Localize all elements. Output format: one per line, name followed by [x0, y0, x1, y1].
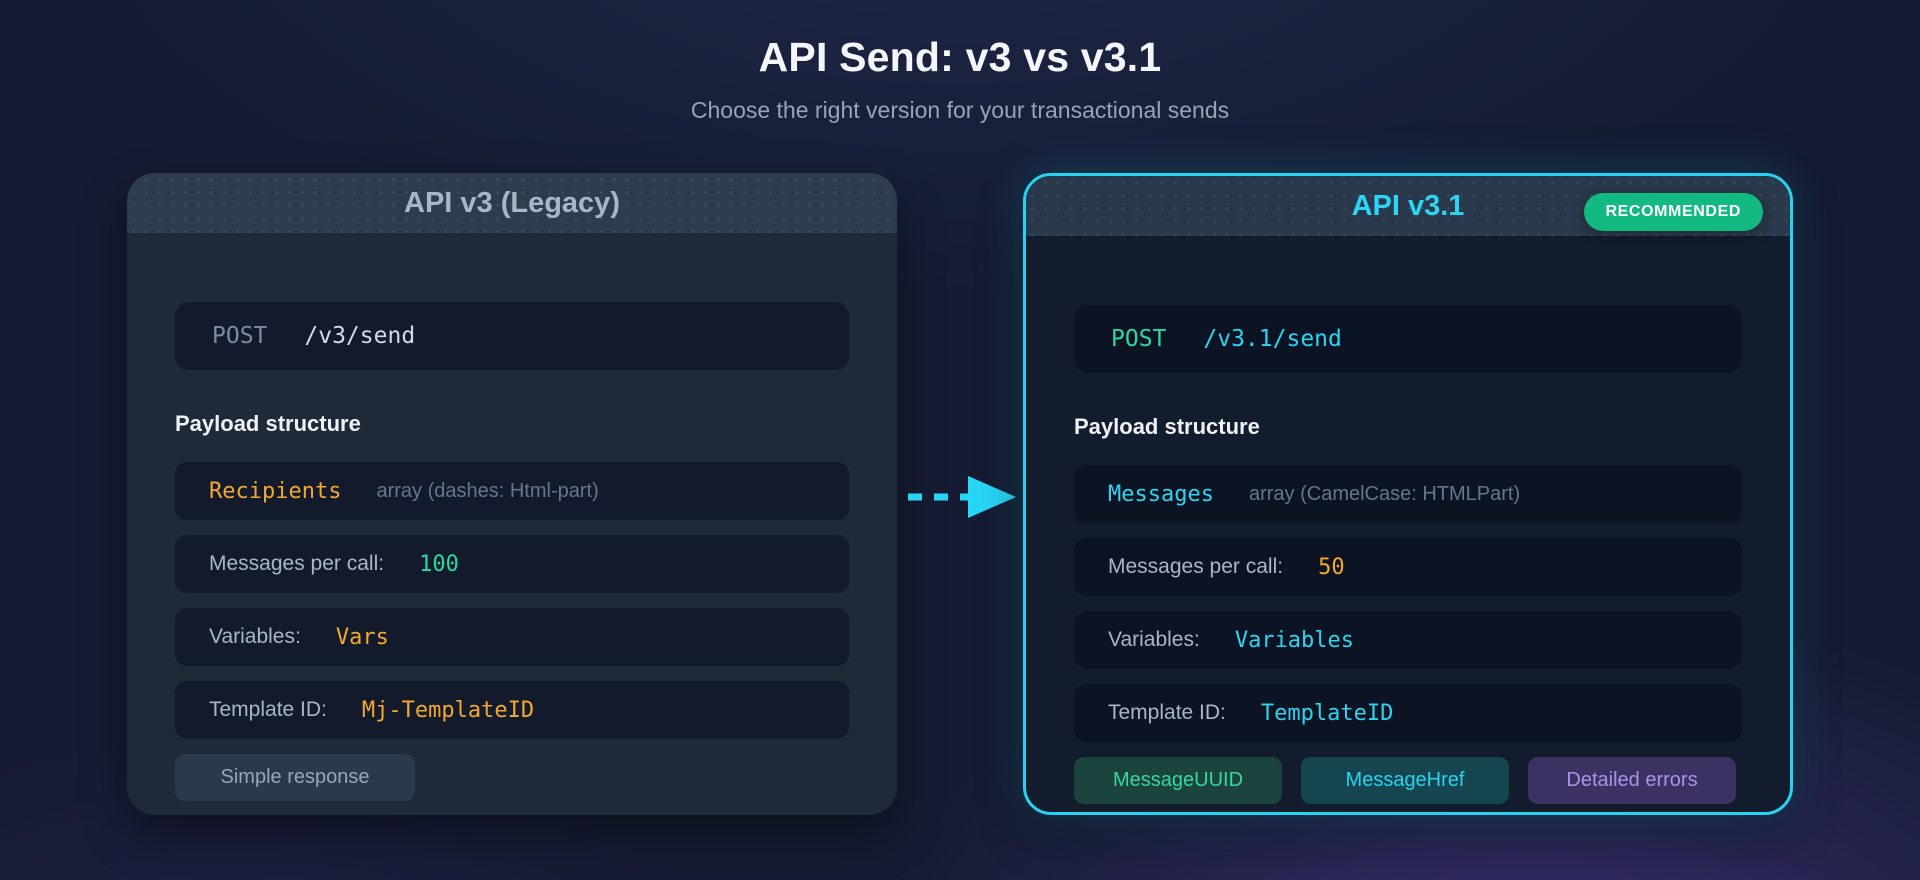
- row-label: Template ID:: [1108, 701, 1226, 724]
- page-subtitle: Choose the right version for your transa…: [690, 97, 1230, 123]
- row-value: TemplateID: [1260, 700, 1394, 726]
- row-value: 100: [419, 551, 459, 577]
- card-v3-header: API v3 (Legacy): [127, 173, 897, 233]
- page-header: API Send: v3 vs v3.1 Choose the right ve…: [0, 34, 1920, 124]
- card-v3-body: POST /v3/send Payload structure Recipien…: [127, 233, 897, 801]
- migration-arrow-icon: [908, 476, 1016, 518]
- payload-key: Recipients: [209, 478, 342, 504]
- http-method: POST: [1111, 326, 1167, 352]
- message-uuid-chip[interactable]: MessageUUID: [1074, 757, 1282, 804]
- recommended-badge: RECOMMENDED: [1583, 193, 1763, 231]
- page-title: API Send: v3 vs v3.1: [758, 34, 1162, 80]
- card-v3-footer-chips: Simple response: [175, 754, 849, 801]
- card-api-v3-legacy: API v3 (Legacy) POST /v3/send Payload st…: [127, 173, 897, 815]
- endpoint-v3: POST /v3/send: [175, 302, 849, 370]
- endpoint-path: /v3.1/send: [1203, 326, 1342, 352]
- simple-response-chip[interactable]: Simple response: [175, 754, 415, 801]
- row-value: 50: [1318, 554, 1345, 580]
- row-label: Variables:: [209, 625, 301, 648]
- payload-row-messages-per-call: Messages per call: 100: [175, 535, 849, 593]
- http-method: POST: [212, 323, 268, 349]
- payload-row-recipients: Recipients array (dashes: Html-part): [175, 462, 849, 520]
- payload-structure-label: Payload structure: [1074, 414, 1260, 439]
- row-value: Vars: [335, 624, 389, 650]
- payload-row-variables: Variables: Variables: [1074, 611, 1742, 669]
- payload-row-variables: Variables: Vars: [175, 608, 849, 666]
- row-value: Variables: [1234, 627, 1355, 653]
- endpoint-v31: POST /v3.1/send: [1074, 305, 1742, 373]
- card-v3-title: API v3 (Legacy): [404, 186, 620, 219]
- payload-note: array (dashes: Html-part): [376, 479, 599, 502]
- row-label: Messages per call:: [1108, 555, 1284, 578]
- endpoint-path: /v3/send: [304, 323, 416, 349]
- payload-row-messages-per-call: Messages per call: 50: [1074, 538, 1742, 596]
- detailed-errors-chip[interactable]: Detailed errors: [1528, 757, 1736, 804]
- payload-note: array (CamelCase: HTMLPart): [1248, 482, 1521, 505]
- payload-structure-label: Payload structure: [175, 411, 361, 436]
- row-label: Variables:: [1108, 628, 1200, 651]
- payload-row-template-id: Template ID: TemplateID: [1074, 684, 1742, 742]
- message-href-chip[interactable]: MessageHref: [1301, 757, 1509, 804]
- card-api-v3-1: API v3.1 POST /v3.1/send Payload structu…: [1023, 173, 1793, 815]
- payload-row-template-id: Template ID: Mj-TemplateID: [175, 681, 849, 739]
- card-v31-footer-chips: MessageUUID MessageHref Detailed errors: [1074, 757, 1742, 804]
- payload-row-messages: Messages array (CamelCase: HTMLPart): [1074, 465, 1742, 523]
- row-value: Mj-TemplateID: [361, 697, 535, 723]
- row-label: Template ID:: [209, 698, 327, 721]
- row-label: Messages per call:: [209, 552, 385, 575]
- payload-key: Messages: [1108, 481, 1214, 507]
- card-v31-body: POST /v3.1/send Payload structure Messag…: [1026, 236, 1790, 804]
- card-v31-title: API v3.1: [1351, 189, 1465, 222]
